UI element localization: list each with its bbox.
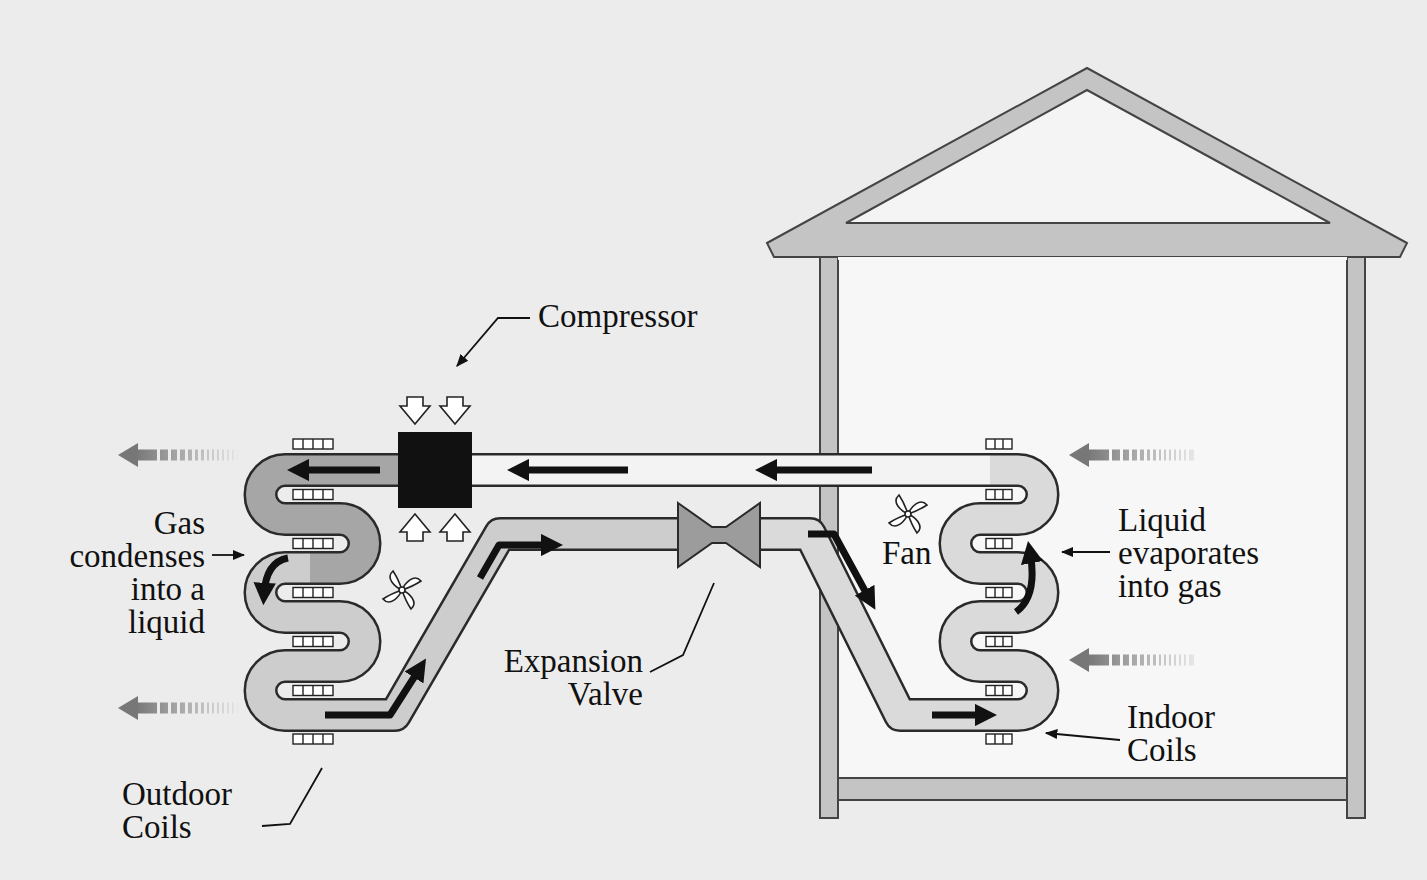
flow-arrows [766, 467, 872, 474]
coil-fins [293, 686, 333, 696]
part-label: Expansion Valve [504, 645, 643, 711]
coil-fins [986, 734, 1012, 744]
flow-arrows [932, 712, 986, 719]
house [838, 778, 1347, 800]
leader-lines [262, 768, 322, 826]
compressor-symbol [400, 397, 430, 424]
refrigerant-tubing [471, 456, 990, 485]
refrigerant-tubing [261, 470, 691, 715]
coil-fins [293, 637, 333, 647]
coil-fins [293, 734, 333, 744]
coil-fins [986, 490, 1012, 500]
refrigerant-tubing [750, 470, 1042, 715]
leader-lines [212, 318, 1120, 826]
coil-fins [986, 588, 1012, 598]
air-flow-arrows [118, 696, 138, 720]
flow-arrows [480, 545, 552, 578]
flow-arrows [264, 558, 288, 594]
fan-symbol [889, 495, 927, 533]
flow-arrows [298, 467, 380, 474]
coil-fins [986, 439, 1012, 449]
flow-arrows [808, 534, 870, 600]
house [767, 68, 1407, 257]
house [1347, 250, 1365, 818]
expansion-valve-symbol [678, 503, 760, 567]
coil-fins [986, 686, 1012, 696]
compressor-symbol [440, 397, 470, 424]
flow-arrows [518, 467, 628, 474]
leader-lines [457, 318, 530, 366]
house [838, 240, 1347, 778]
coil-fins [293, 588, 333, 598]
part-label: Fan [882, 537, 932, 570]
flow-arrows [1016, 552, 1032, 612]
house [838, 257, 1347, 260]
air-flow-arrows [118, 443, 138, 467]
house [767, 68, 1407, 818]
part-label: Indoor Coils [1127, 701, 1215, 767]
fan-symbol [383, 571, 421, 609]
compressor-symbol [398, 432, 472, 508]
refrigerant-tubing [472, 470, 1042, 715]
coil-fins [293, 539, 333, 549]
part-label: Gas condenses into a liquid [69, 507, 205, 639]
compressor-symbol [398, 397, 472, 541]
air-flow-arrows [118, 443, 1194, 720]
air-flow-arrows [135, 450, 238, 461]
house [846, 90, 1330, 223]
refrigerant-tubing [261, 534, 691, 715]
leader-lines [1046, 733, 1120, 740]
part-label: Outdoor Coils [122, 778, 232, 844]
flow-arrows [325, 668, 420, 715]
coil-fins [293, 439, 333, 449]
air-flow-arrows [1069, 443, 1089, 467]
flow-arrows [264, 470, 1032, 715]
leader-lines [212, 554, 244, 556]
air-flow-arrows [1069, 648, 1089, 672]
coil-fins [986, 637, 1012, 647]
air-flow-arrows [1087, 655, 1194, 666]
coil-fins [293, 490, 333, 500]
air-flow-arrows [1087, 450, 1194, 461]
part-label: Liquid evaporates into gas [1118, 504, 1259, 603]
leader-lines [1062, 551, 1110, 553]
compressor-symbol [400, 514, 430, 541]
air-flow-arrows [135, 703, 238, 714]
coil-fins [986, 539, 1012, 549]
part-label: Compressor [538, 300, 698, 333]
leader-lines [650, 583, 714, 672]
refrigerant-tubing [261, 470, 1043, 715]
refrigerant-tubing [261, 470, 400, 568]
compressor-symbol [440, 514, 470, 541]
